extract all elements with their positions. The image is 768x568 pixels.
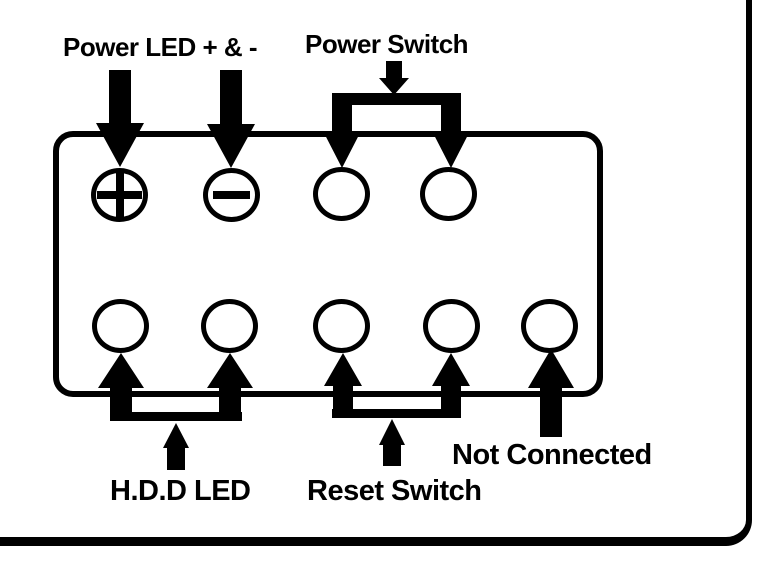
power-switch-label: Power Switch bbox=[305, 29, 469, 59]
page-border-frame bbox=[0, 0, 752, 546]
power-led-minus-arrow bbox=[207, 70, 255, 168]
pin-power-switch-2 bbox=[420, 167, 477, 221]
pin-not-connected bbox=[521, 299, 578, 353]
power-switch-right-arrow bbox=[432, 104, 470, 168]
reset-switch-left-arrow bbox=[324, 353, 362, 410]
reset-switch-label: Reset Switch bbox=[307, 475, 482, 507]
plus-symbol-vertical bbox=[115, 173, 124, 217]
reset-switch-right-arrow bbox=[432, 353, 470, 410]
reset-switch-bracket-bar bbox=[332, 409, 461, 418]
not-connected-arrow bbox=[528, 349, 574, 437]
power-led-label: Power LED + & - bbox=[63, 32, 258, 62]
hdd-led-label: H.D.D LED bbox=[110, 475, 251, 507]
pin-reset-switch-1 bbox=[313, 299, 370, 353]
pin-power-led-minus bbox=[203, 168, 260, 222]
power-switch-left-arrow bbox=[323, 104, 361, 168]
hdd-led-label-arrow bbox=[163, 423, 189, 470]
minus-symbol bbox=[213, 191, 250, 199]
pin-power-led-plus bbox=[91, 168, 148, 222]
power-switch-label-arrow bbox=[379, 61, 409, 95]
power-switch-bracket-bar bbox=[332, 93, 461, 105]
pin-hdd-led-1 bbox=[92, 299, 149, 353]
power-led-plus-arrow bbox=[96, 70, 144, 167]
pin-reset-switch-2 bbox=[423, 299, 480, 353]
pin-power-switch-1 bbox=[313, 167, 370, 221]
pin-hdd-led-2 bbox=[201, 299, 258, 353]
reset-switch-label-arrow bbox=[379, 419, 405, 466]
hdd-led-left-arrow bbox=[98, 353, 144, 413]
not-connected-label: Not Connected bbox=[452, 439, 652, 471]
hdd-led-bracket-bar bbox=[110, 412, 242, 421]
hdd-led-right-arrow bbox=[207, 353, 253, 413]
